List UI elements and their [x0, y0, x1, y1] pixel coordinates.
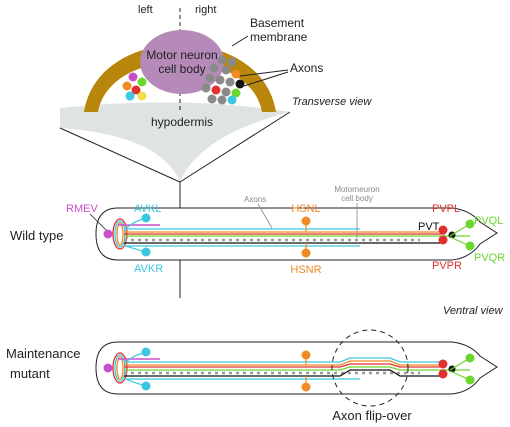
- axon: [235, 79, 245, 89]
- axon: [217, 95, 227, 105]
- axon: [227, 57, 237, 67]
- axon: [209, 63, 219, 73]
- pvt-label: PVT: [418, 221, 440, 233]
- hsnr-label: HSNR: [290, 264, 321, 276]
- pvq-process: [449, 357, 471, 371]
- axon: [137, 77, 147, 87]
- axon: [125, 91, 135, 101]
- axon: [217, 55, 227, 65]
- axon: [211, 85, 221, 95]
- axons-pointer: [239, 69, 289, 77]
- pvqr-label: PVQR: [474, 252, 505, 264]
- avk-axon: [124, 357, 440, 363]
- transverse-view-label: Transverse view: [292, 96, 372, 108]
- avkr-label: AVKR: [134, 263, 163, 275]
- pvpr-cell: [438, 235, 448, 245]
- avkr-process: [125, 245, 147, 253]
- pvql-label: PVQL: [474, 215, 503, 227]
- axons-pointer: [257, 203, 273, 229]
- mutant-label: mutant: [10, 366, 50, 381]
- basement-membrane-label: Basement: [250, 16, 305, 30]
- rmev-cell: [103, 229, 113, 239]
- axon: [221, 65, 231, 75]
- right-label: right: [195, 4, 216, 16]
- wildtype-label: Wild type: [10, 228, 63, 243]
- rmev-label: RMEV: [66, 203, 98, 215]
- ventral-view-label: Ventral view: [443, 305, 504, 317]
- transverse-section: left right Basement membrane Motor neuro…: [60, 4, 372, 182]
- motor-neuron-label: cell body: [158, 62, 205, 76]
- hypodermis-label: hypodermis: [151, 115, 213, 129]
- axon: [128, 72, 138, 82]
- motorneuron-label: Motorneuron: [334, 185, 379, 194]
- wildtype-worm: Wild type RMEV AVKL AVKR Axons Motorneur…: [10, 185, 505, 276]
- basement-membrane-pointer: [231, 35, 249, 47]
- pvpr-label: PVPR: [432, 260, 462, 272]
- axons-label: Axons: [290, 61, 323, 75]
- nerve-ring: [116, 356, 124, 380]
- axon: [227, 95, 237, 105]
- motorneuron-label: cell body: [341, 194, 373, 203]
- axon: [131, 85, 141, 95]
- axon: [201, 83, 211, 93]
- mutant-label: Maintenance: [6, 346, 80, 361]
- rmev-pointer: [89, 213, 107, 231]
- axon: [122, 81, 132, 91]
- nerve-ring: [116, 222, 124, 246]
- axon: [221, 87, 231, 97]
- pvpl-cell: [438, 225, 448, 235]
- hypodermis-region: [60, 102, 290, 182]
- motor-neuron-cell-body: [140, 30, 224, 94]
- right-axon-bundle: [201, 55, 245, 105]
- rmev-cell: [103, 363, 113, 373]
- axon: [231, 69, 241, 79]
- axon: [231, 88, 241, 98]
- motor-neuron-label: Motor neuron: [146, 48, 217, 62]
- basement-membrane-label: membrane: [250, 30, 308, 44]
- pvq-process: [449, 370, 471, 381]
- axon-flip-over-label: Axon flip-over: [332, 408, 412, 423]
- left-axon-bundle: [122, 72, 147, 101]
- avkl-label: AVKL: [134, 203, 161, 215]
- pvt-axon: [124, 369, 445, 377]
- axon: [137, 91, 147, 101]
- avkl-process: [125, 217, 147, 230]
- pvpl-label: PVPL: [432, 203, 460, 215]
- nerve-ring: [112, 352, 128, 384]
- projection-line: [179, 111, 291, 183]
- mutant-worm: Maintenance mutant Axon flip-over: [6, 329, 498, 423]
- axon: [225, 77, 235, 87]
- pvq-axon: [124, 366, 470, 371]
- axons-pointer: [243, 71, 289, 87]
- pvq-process: [449, 223, 471, 237]
- avkl-process: [125, 351, 147, 363]
- axon: [205, 73, 215, 83]
- pvq-process: [449, 236, 471, 247]
- projection-line: [59, 127, 181, 183]
- axon: [207, 94, 217, 104]
- pvpl-cell: [438, 359, 448, 369]
- axon: [215, 75, 225, 85]
- axons-label: Axons: [244, 195, 266, 204]
- pvpr-cell: [438, 369, 448, 379]
- avkr-process: [125, 378, 147, 387]
- hsnl-label: HSNL: [291, 203, 320, 215]
- nerve-ring: [114, 354, 126, 382]
- worm-outline: [95, 341, 498, 395]
- left-label: left: [138, 4, 153, 16]
- flip-over-highlight: [331, 329, 409, 407]
